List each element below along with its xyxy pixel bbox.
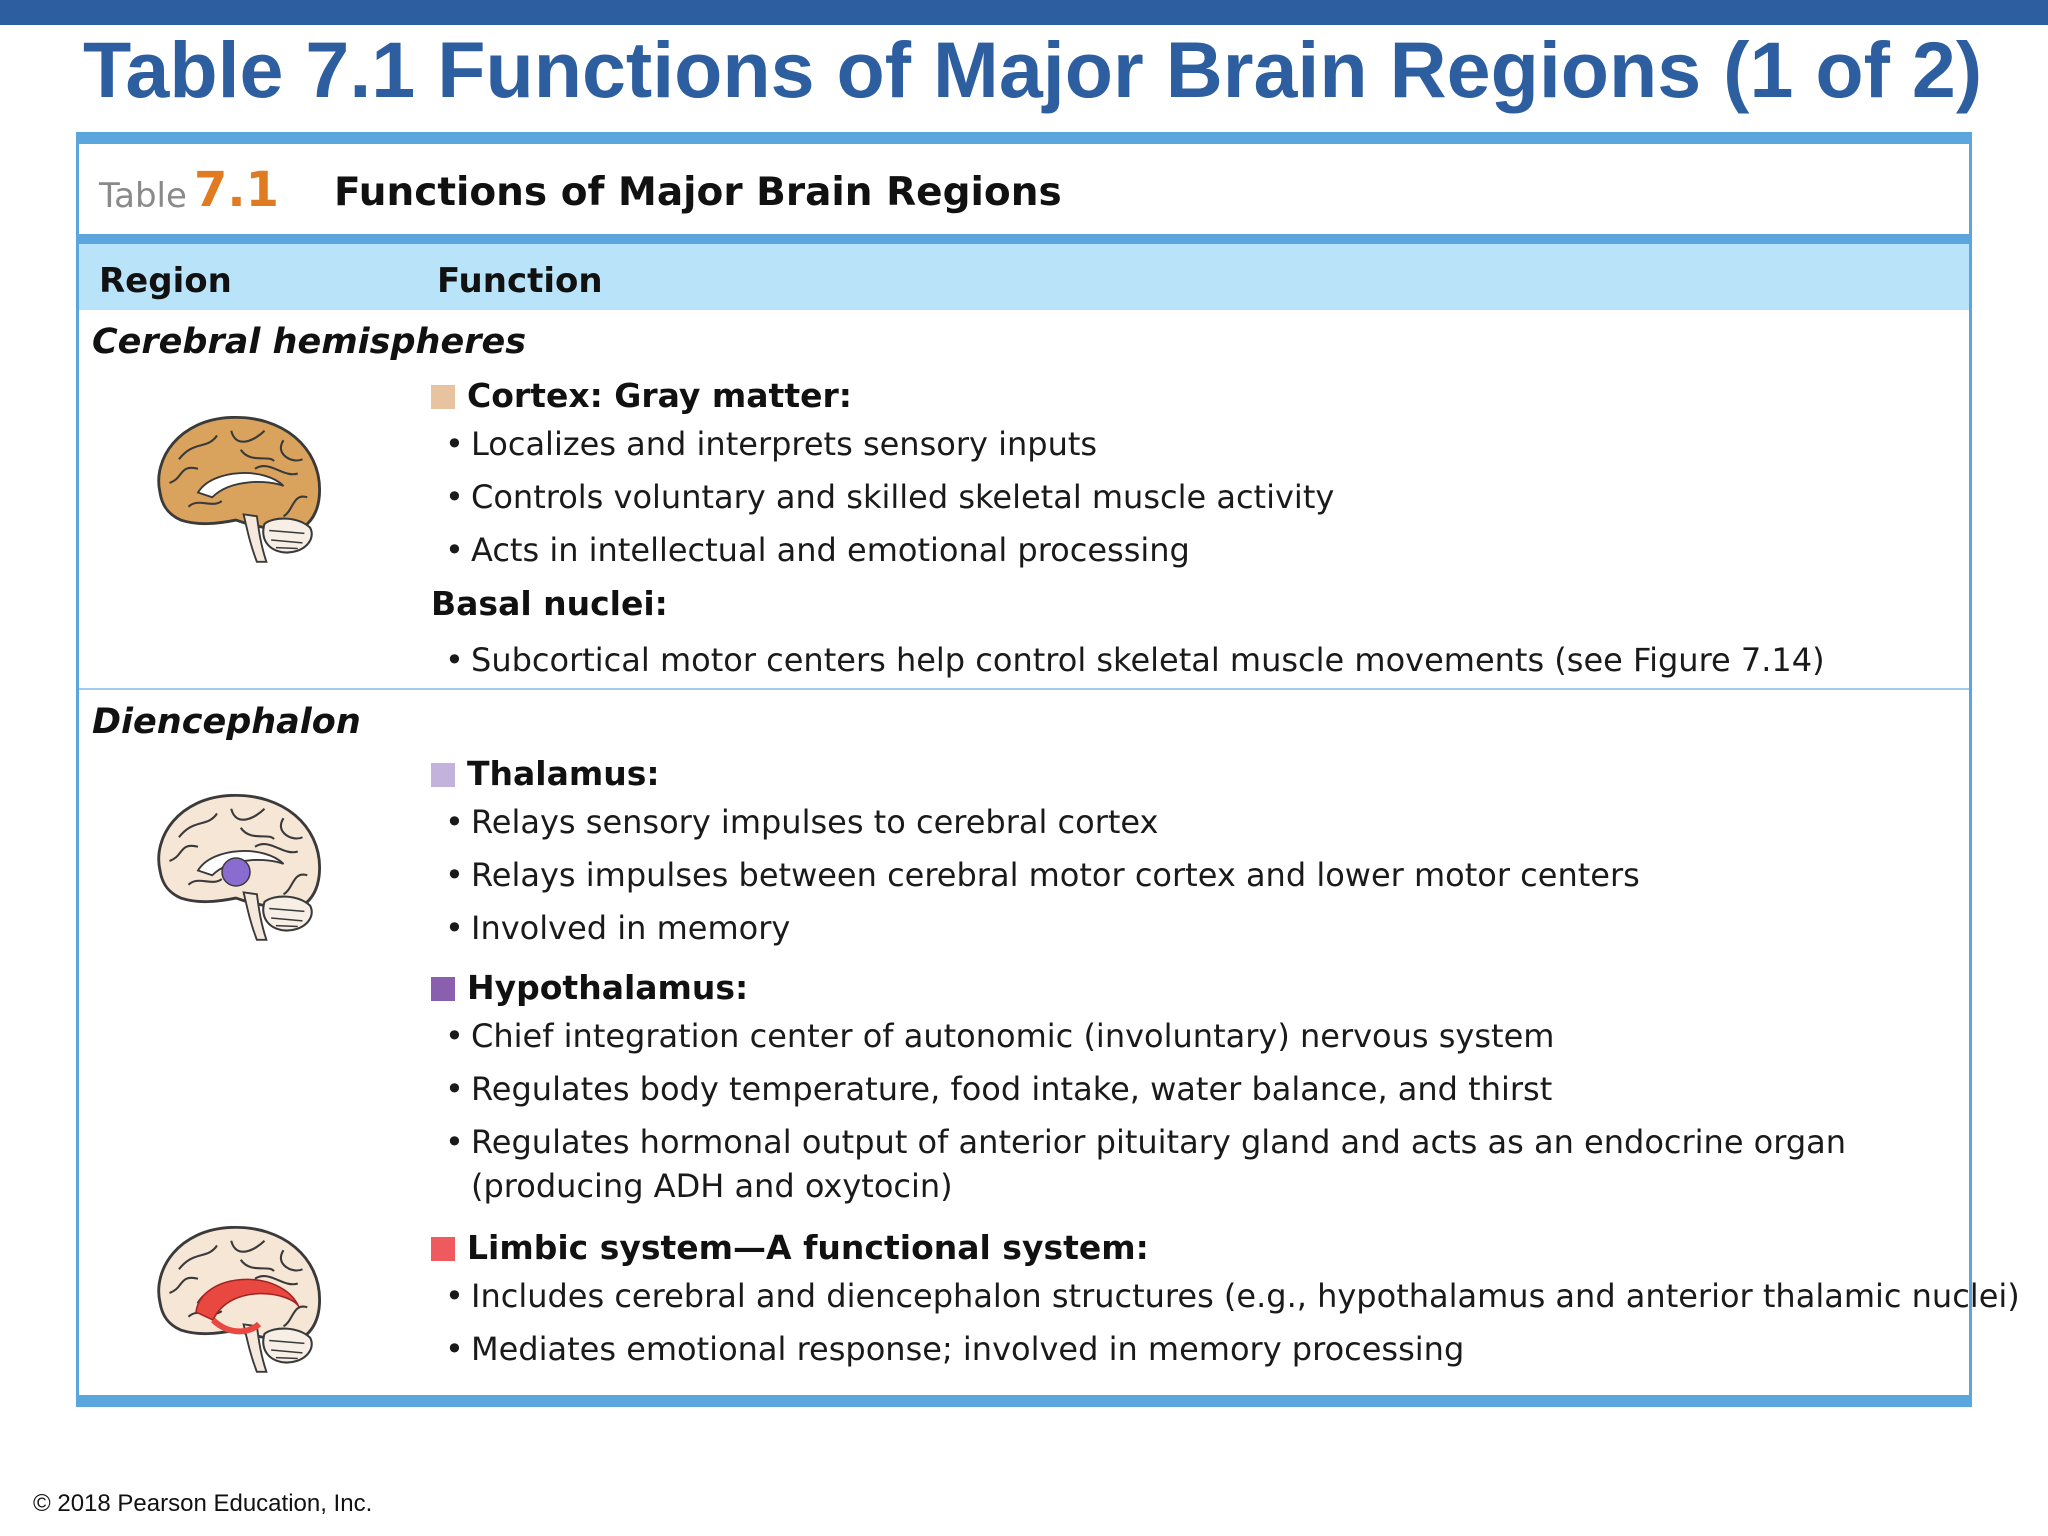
table-label-number: 7.1 <box>194 162 280 218</box>
region-row-diencephalon: Diencephalon Thalamus: •Relays sensory i… <box>79 690 2020 1407</box>
slide-title: Table 7.1 Functions of Major Brain Regio… <box>83 25 1983 114</box>
list-item: •Acts in intellectual and emotional proc… <box>445 531 1190 569</box>
table-caption-row: Table 7.1 Functions of Major Brain Regio… <box>79 144 1969 234</box>
list-item: •Involved in memory <box>445 909 791 947</box>
table-label-word: Table <box>99 176 187 216</box>
brain-thalamus-highlight-icon <box>141 780 331 942</box>
section-heading-hypothalamus: Hypothalamus: <box>431 968 748 1007</box>
color-swatch-cortex <box>431 385 455 409</box>
region-name: Diencephalon <box>92 702 361 742</box>
copyright-notice: © 2018 Pearson Education, Inc. <box>33 1490 373 1517</box>
section-heading-cortex: Cortex: Gray matter: <box>431 376 852 415</box>
list-item: •Regulates hormonal output of anterior p… <box>445 1123 1847 1161</box>
region-name: Cerebral hemispheres <box>92 322 527 362</box>
list-item: •Localizes and interprets sensory inputs <box>445 425 1098 463</box>
list-item: •Subcortical motor centers help control … <box>445 641 1825 679</box>
list-item: •Relays impulses between cerebral motor … <box>445 856 1640 894</box>
list-item: •Regulates body temperature, food intake… <box>445 1070 1553 1108</box>
section-heading-limbic-system: Limbic system—A functional system: <box>431 1228 1149 1267</box>
top-accent-bar <box>0 0 2048 25</box>
brain-regions-table: Table 7.1 Functions of Major Brain Regio… <box>76 132 2020 1407</box>
section-heading-thalamus: Thalamus: <box>431 754 660 793</box>
list-item-continuation: (producing ADH and oxytocin) <box>471 1167 953 1205</box>
color-swatch-thalamus <box>431 763 455 787</box>
color-swatch-hypothalamus <box>431 977 455 1001</box>
list-item: •Controls voluntary and skilled skeletal… <box>445 478 1335 516</box>
table-header-row: Region Function <box>79 234 1969 310</box>
list-item: •Relays sensory impulses to cerebral cor… <box>445 803 1159 841</box>
brain-cortex-highlight-icon <box>141 402 331 564</box>
section-heading-basal-nuclei: Basal nuclei: <box>431 584 668 623</box>
brain-limbic-highlight-icon <box>141 1212 331 1374</box>
list-item: •Includes cerebral and diencephalon stru… <box>445 1277 2020 1315</box>
list-item: •Mediates emotional response; involved i… <box>445 1330 1465 1368</box>
column-header-region: Region <box>99 261 232 301</box>
color-swatch-limbic <box>431 1237 455 1261</box>
column-header-function: Function <box>437 261 603 301</box>
table-caption: Functions of Major Brain Regions <box>334 170 1062 215</box>
region-row-cerebral-hemispheres: Cerebral hemispheres Cortex: Gray matter… <box>79 310 1969 690</box>
list-item: •Chief integration center of autonomic (… <box>445 1017 1555 1055</box>
